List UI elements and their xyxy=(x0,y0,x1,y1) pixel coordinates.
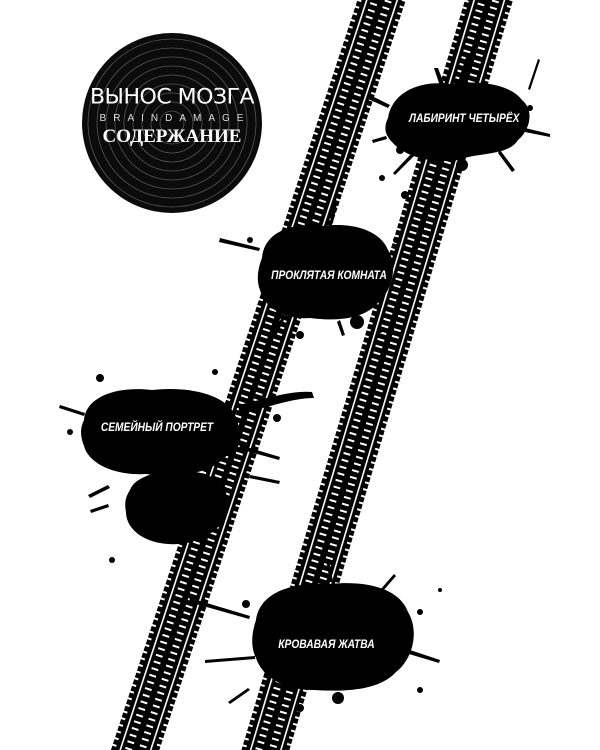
contents-item-krovavaya-zhatva[interactable]: КРОВАВАЯ ЖАТВА xyxy=(278,637,375,651)
book-subtitle: BRAINDAMAGE xyxy=(99,113,251,124)
contents-item-labirint[interactable]: ЛАБИРИНТ ЧЕТЫРЁХ xyxy=(409,111,520,125)
contents-item-proklyataya-komnata[interactable]: ПРОКЛЯТАЯ КОМНАТА xyxy=(271,268,387,282)
contents-item-semeyny-portret[interactable]: СЕМЕЙНЫЙ ПОРТРЕТ xyxy=(100,420,214,434)
tire-track-right xyxy=(238,0,515,750)
book-title: ВЫНОС МОЗГА xyxy=(89,85,255,110)
contents-heading: СОДЕРЖАНИЕ xyxy=(102,126,242,147)
vinyl-rings-decoration xyxy=(87,38,257,208)
ink-splat-3 xyxy=(59,369,314,563)
tire-track-left xyxy=(110,0,407,750)
ink-splat-4 xyxy=(189,560,442,712)
ink-splat-1 xyxy=(368,57,550,199)
title-badge: ВЫНОС МОЗГА BRAINDAMAGE СОДЕРЖАНИЕ xyxy=(82,33,262,213)
ink-splat-2 xyxy=(219,202,415,339)
